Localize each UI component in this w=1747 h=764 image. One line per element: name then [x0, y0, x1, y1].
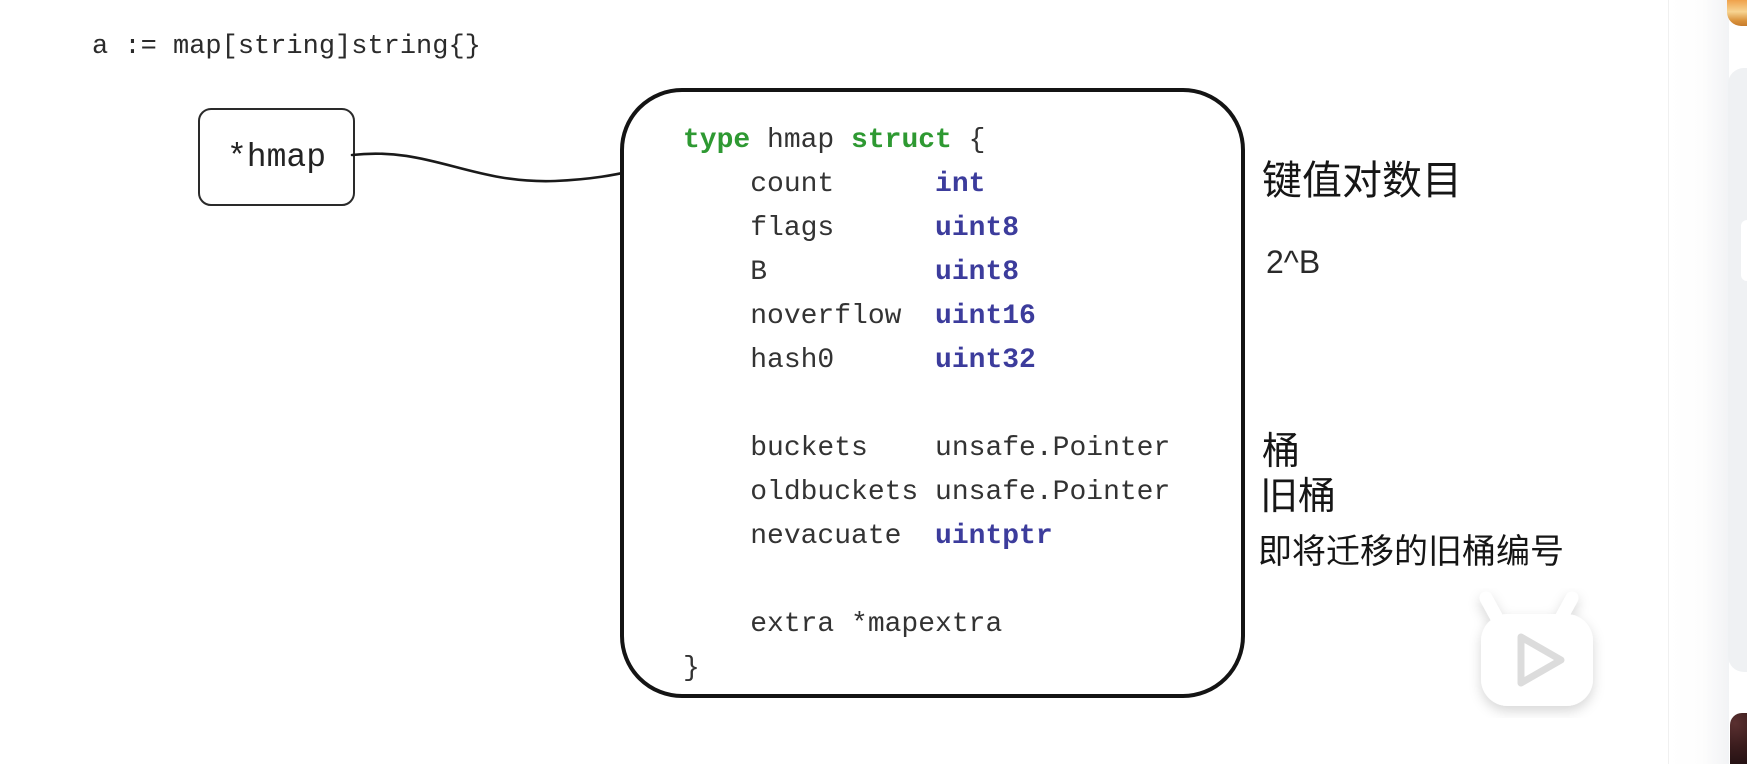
code-token: buckets unsafe.Pointer	[683, 433, 1171, 464]
code-line: flags uint8	[683, 207, 1170, 251]
video-thumbnail-fragment[interactable]	[1730, 713, 1747, 764]
code-line: buckets unsafe.Pointer	[683, 427, 1170, 471]
code-token: }	[683, 653, 700, 684]
hmap-pointer-label: *hmap	[226, 138, 327, 176]
code-token: flags	[683, 213, 936, 244]
hmap-pointer-box: *hmap	[198, 108, 355, 206]
annotation-b-desc: 2^B	[1266, 244, 1321, 280]
code-token: noverflow	[683, 301, 936, 332]
code-token: extra *mapextra	[683, 609, 1003, 640]
bilibili-watermark-logo	[1479, 591, 1593, 706]
code-token: uint8	[935, 257, 1020, 288]
code-line: oldbuckets unsafe.Pointer	[683, 471, 1170, 515]
code-line: type hmap struct {	[683, 119, 1170, 163]
code-token: oldbuckets unsafe.Pointer	[683, 477, 1171, 508]
code-token: uint16	[935, 301, 1036, 332]
code-token: {	[951, 125, 986, 156]
code-line: hash0 uint32	[683, 339, 1170, 383]
annotation-nevacuate-desc: 即将迁移的旧桶编号	[1258, 534, 1564, 571]
annotation-count-desc: 键值对数目	[1262, 158, 1462, 203]
code-line: B uint8	[683, 251, 1170, 295]
go-struct-code: type hmap struct { count int flags uint8…	[683, 119, 1170, 691]
code-token: count	[683, 169, 936, 200]
code-line: noverflow uint16	[683, 295, 1170, 339]
code-token: hmap	[750, 125, 852, 156]
code-token: int	[935, 169, 986, 200]
sidebar-orange-button-fragment[interactable]	[1727, 0, 1747, 26]
code-token: B	[683, 257, 936, 288]
code-line: count int	[683, 163, 1170, 207]
code-token: hash0	[683, 345, 936, 376]
sidebar-card-notch	[1741, 220, 1747, 281]
code-token: uintptr	[935, 521, 1053, 552]
code-token: uint8	[935, 213, 1020, 244]
map-declaration-code: a := map[string]string{}	[92, 32, 481, 62]
annotation-buckets-desc: 桶	[1262, 431, 1301, 473]
code-token: struct	[851, 125, 952, 156]
code-line: extra *mapextra	[683, 603, 1170, 647]
code-line	[683, 559, 1170, 603]
hmap-struct-box	[620, 88, 1245, 698]
play-icon	[1517, 633, 1565, 687]
page-gutter	[1668, 0, 1729, 764]
code-line: nevacuate uintptr	[683, 515, 1170, 559]
code-token: nevacuate	[683, 521, 936, 552]
tv-antenna-left-icon	[1479, 591, 1505, 627]
sidebar-card-fragment[interactable]	[1728, 68, 1747, 672]
code-token: uint32	[935, 345, 1036, 376]
code-line	[683, 383, 1170, 427]
annotation-oldbuckets-desc: 旧桶	[1260, 476, 1337, 518]
code-line: }	[683, 647, 1170, 691]
code-token: type	[683, 125, 751, 156]
